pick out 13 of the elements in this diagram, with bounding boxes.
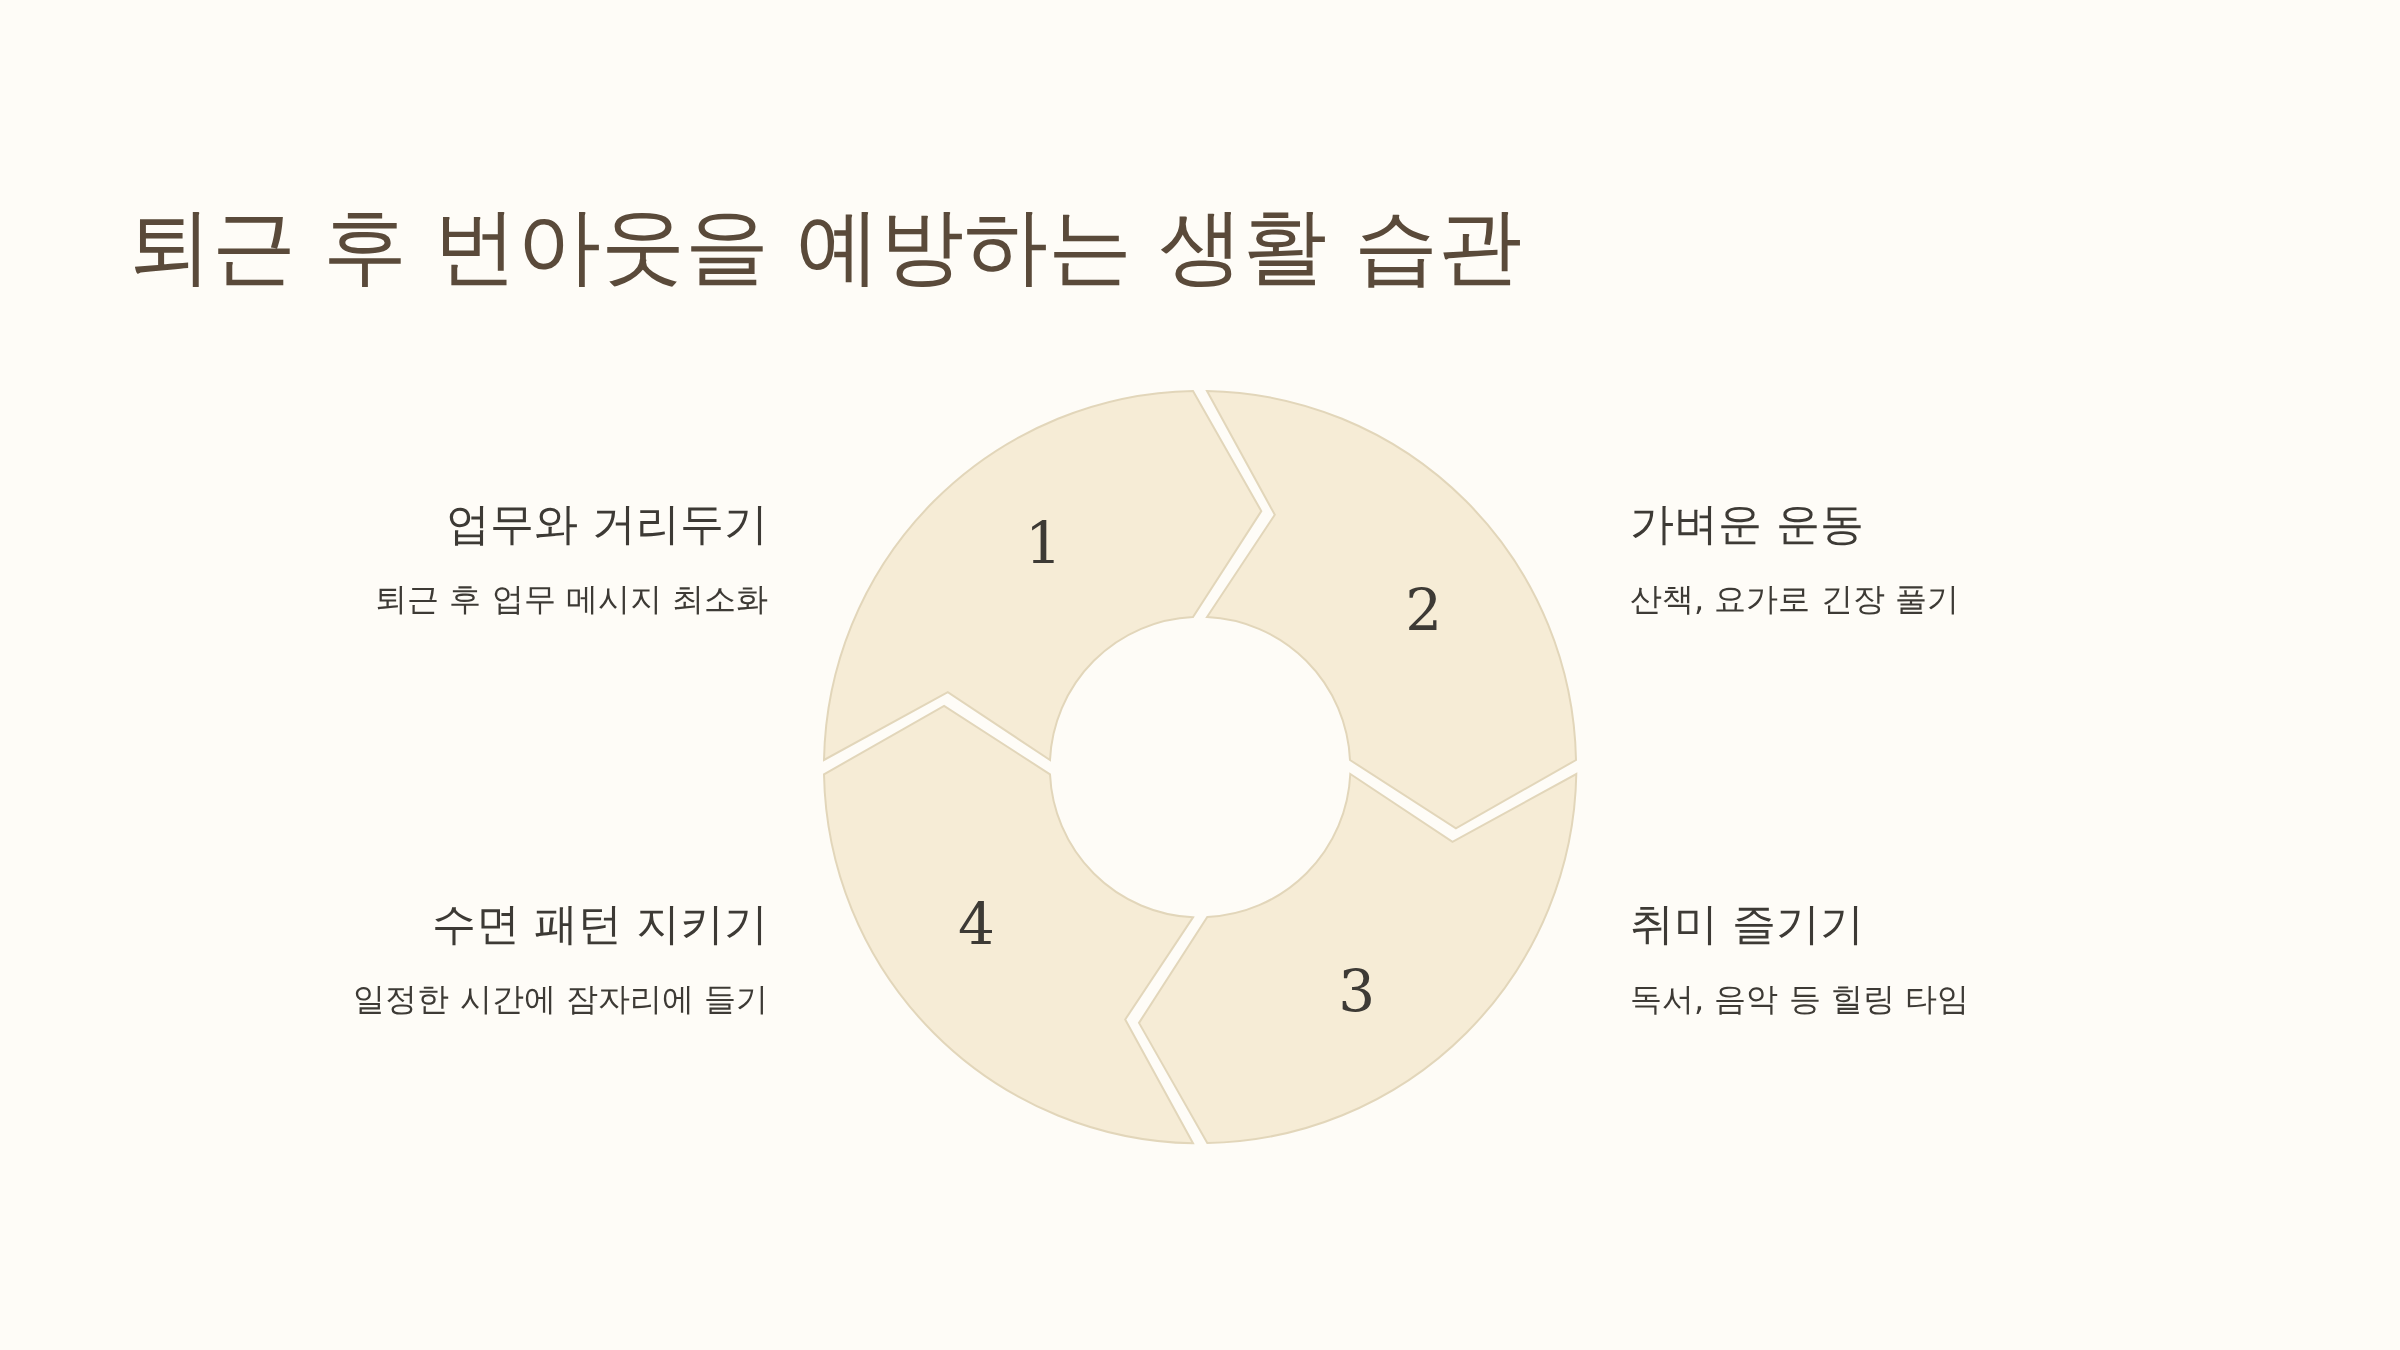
step-number: 4 xyxy=(957,894,995,953)
step-number: 3 xyxy=(1338,961,1376,1020)
step-description: 퇴근 후 업무 메시지 최소화 xyxy=(375,582,768,618)
step-description: 독서, 음악 등 힐링 타임 xyxy=(1630,982,1969,1018)
title: 퇴근 후 번아웃을 예방하는 생활 습관 xyxy=(128,200,1522,293)
step-description: 일정한 시간에 잠자리에 들기 xyxy=(353,982,768,1018)
step-description: 산책, 요가로 긴장 풀기 xyxy=(1630,582,1959,618)
step-number: 1 xyxy=(1024,514,1062,573)
step-heading: 가벼운 운동 xyxy=(1630,500,1864,549)
step-heading: 업무와 거리두기 xyxy=(446,500,768,549)
step-heading: 수면 패턴 지키기 xyxy=(432,900,768,949)
step-heading: 취미 즐기기 xyxy=(1630,900,1864,949)
step-number: 2 xyxy=(1405,581,1443,640)
